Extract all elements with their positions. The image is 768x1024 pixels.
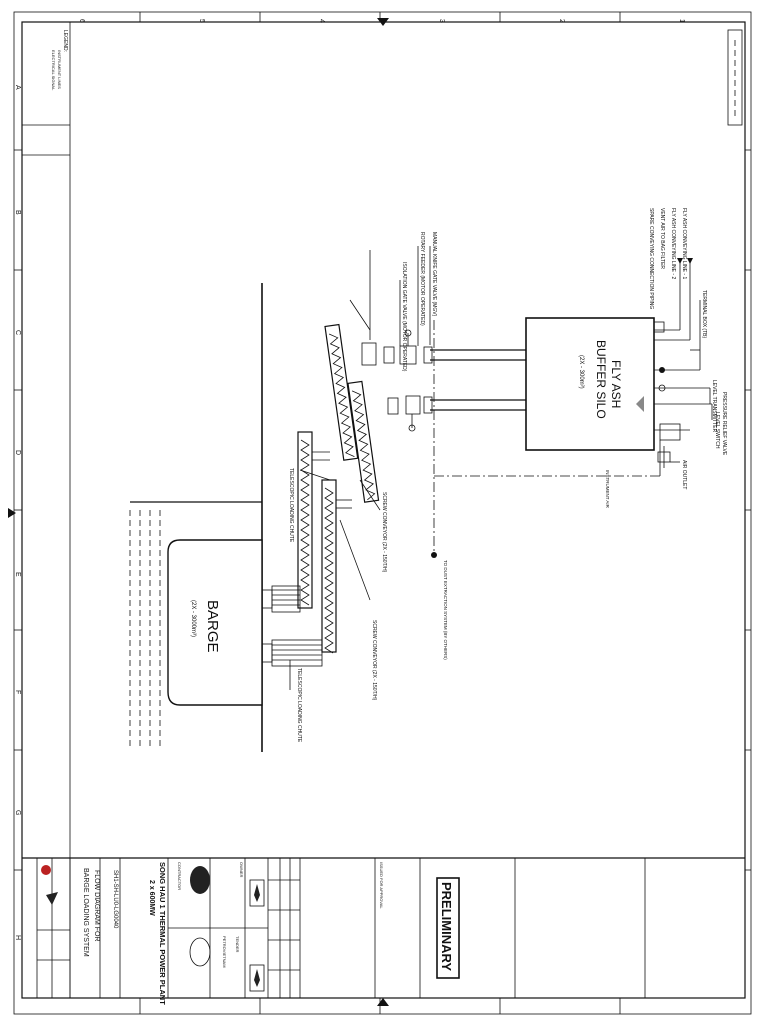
silo-capacity: (2X - 300m³)	[578, 355, 584, 389]
col-label-4: 4	[318, 19, 325, 23]
center-arrow-bottom	[377, 998, 389, 1006]
row-label-g: G	[14, 810, 21, 815]
tender-logo	[189, 937, 211, 967]
owner-name: PETROVIETNAM	[222, 936, 227, 968]
owner-label: OWNER	[239, 862, 244, 877]
callout-level-switch: LEVEL SWITCH	[714, 412, 720, 449]
silo-top-fittings	[636, 258, 712, 468]
project-title: SONG HAU 1 THERMAL POWER PLANT	[158, 862, 167, 1005]
water-lines	[129, 510, 161, 750]
silo-subtitle: BUFFER SILO	[594, 340, 608, 419]
center-arrow-left	[8, 508, 16, 518]
preliminary-box	[436, 877, 460, 979]
barge-hull	[167, 539, 263, 706]
fly-ash-silo	[525, 317, 655, 451]
contractor-logo	[190, 866, 210, 894]
border-ticks	[14, 12, 751, 1014]
owner-logo	[254, 884, 260, 902]
screw-conveyor-upper-2	[347, 380, 380, 503]
callout-conveying-line-2: FLY ASH CONVEYING LINE - 2	[670, 208, 676, 279]
drawing-number: SH1-SH-LU0-LG0040	[112, 870, 118, 929]
screw-conveyor-lower-1	[297, 431, 313, 609]
row-label-h: H	[14, 935, 21, 940]
callout-pressure-relief: PRESSURE RELIEF VALVE	[721, 392, 727, 456]
contractor-label: CONTRACTOR	[177, 862, 182, 890]
silo-outlet-1	[361, 342, 526, 366]
callout-manual-knife-gate: MANUAL KNIFE GATE VALVE (MGV)	[431, 232, 437, 317]
col-label-6: 6	[78, 19, 85, 23]
tender-logo-frame	[249, 964, 265, 992]
legend-item-2: ELECTRICAL SIGNAL	[51, 50, 56, 91]
callout-conveying-line-1: FLY ASH CONVEYING LINE - 1	[681, 208, 687, 279]
callout-isolation-gate: ISOLATION GATE VALVE (MOTOR OPERATED)	[401, 262, 407, 372]
screw-conveyor-lower-2	[321, 479, 337, 654]
row-label-c: C	[14, 330, 21, 335]
leader-lines	[289, 246, 713, 690]
row-label-b: B	[14, 210, 21, 215]
legend-item-1: INSTRUMENT LINES	[57, 50, 62, 89]
stamp-text: ISSUED FOR APPROVAL	[379, 862, 384, 909]
callout-telescopic-chute-1: TELESCOPIC LOADING CHUTE	[288, 468, 294, 543]
callout-terminal-box: TERMINAL BOX (TB)	[701, 290, 707, 338]
drawing-title-line-2: BARGE LOADING SYSTEM	[82, 868, 89, 957]
preliminary-stamp: PRELIMINARY	[439, 882, 454, 971]
callout-vent-air: VENT AIR TO BAG FILTER	[659, 208, 665, 269]
center-arrow-top	[377, 18, 389, 26]
barge-title: BARGE	[204, 600, 221, 653]
instrument-air-label: INSTRUMENT AIR	[605, 470, 610, 509]
owner-logo-frame	[249, 879, 265, 907]
row-label-e: E	[14, 572, 21, 577]
barge-capacity: (2X - 3000m³)	[190, 600, 196, 637]
revision-box	[727, 29, 743, 126]
column-labels: 6 5 4 3 2 1	[78, 19, 685, 23]
callout-telescopic-chute-2: TELESCOPIC LOADING CHUTE	[296, 668, 302, 743]
silo-outlet-2	[387, 395, 526, 415]
callout-rotary-feeder: ROTARY FEEDER (MOTOR OPERATED)	[419, 232, 425, 326]
row-label-f: F	[14, 690, 21, 694]
telescopic-chute-1	[261, 585, 301, 613]
row-label-a: A	[14, 85, 21, 90]
col-label-1: 1	[678, 19, 685, 23]
col-label-2: 2	[558, 19, 565, 23]
legend-title: LEGEND:	[62, 30, 68, 52]
callout-spare-connection: SPARE CONVEYING CONNECTION PIPING	[648, 208, 654, 309]
company-emblem	[41, 865, 51, 875]
tender-name: TENDER	[235, 936, 240, 953]
col-label-3: 3	[438, 19, 445, 23]
title-block	[22, 857, 745, 998]
client-logo	[46, 892, 58, 905]
drawing-title-line-1: FLOW DIAGRAM FOR	[93, 870, 100, 942]
row-label-d: D	[14, 450, 21, 455]
dust-extraction-label: TO DUST EXTRACTION SYSTEM (BY OTHERS)	[443, 560, 448, 660]
callout-screw-conveyor-2: SCREW CONVEYOR (2X - 150T/H)	[371, 620, 377, 701]
callout-screw-conveyor-1: SCREW CONVEYOR (2X - 150T/H)	[381, 492, 387, 573]
callout-air-outlet: AIR OUTLET	[681, 460, 687, 489]
telescopic-chute-2	[261, 639, 323, 667]
project-capacity: 2 x 600MW	[148, 880, 155, 916]
silo-title: FLY ASH	[609, 360, 623, 408]
col-label-5: 5	[198, 19, 205, 23]
screw-conveyor-upper-1	[324, 323, 359, 461]
row-labels: A B C D E F G H	[14, 85, 21, 940]
dust-extraction-point	[431, 552, 437, 558]
callout-level-transmitter: LEVEL TRANSMITTER	[711, 380, 717, 433]
